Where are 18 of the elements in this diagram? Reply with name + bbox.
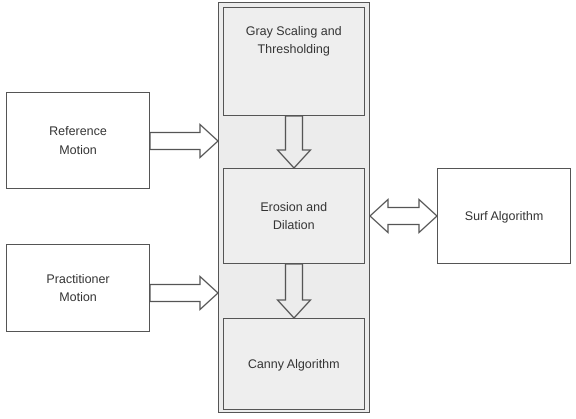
box-label: Erosion and Dilation	[259, 198, 328, 234]
box-label: Reference Motion	[48, 123, 108, 158]
box-label: Practitioner Motion	[45, 270, 111, 306]
process-box	[222, 6, 365, 116]
input-box	[437, 168, 571, 264]
double-block-arrow	[369, 198, 438, 234]
process-box	[222, 318, 365, 410]
input-box	[6, 244, 150, 332]
block-arrow	[276, 263, 312, 319]
block-arrow	[149, 123, 219, 159]
process-box	[222, 168, 365, 264]
block-arrow	[149, 275, 219, 311]
block-arrow	[276, 115, 312, 169]
container-box	[218, 2, 370, 413]
box-label: Canny Algorithm	[246, 356, 341, 373]
box-label: Surf Algorithm	[464, 208, 544, 225]
input-box	[6, 92, 150, 189]
box-label: Gray Scaling and Thresholding	[244, 22, 343, 58]
